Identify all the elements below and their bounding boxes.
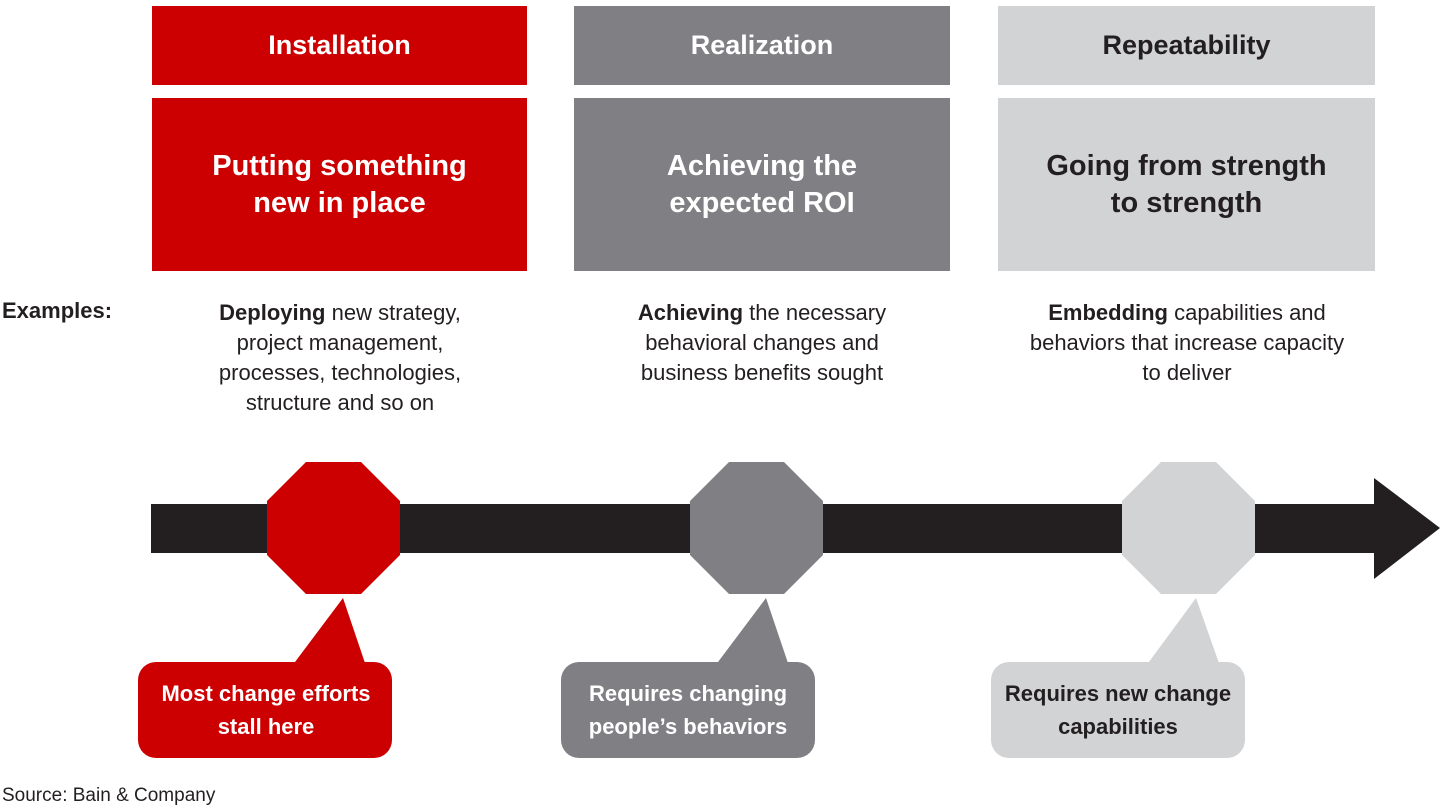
callout-installation: Most change efforts stall here (161, 681, 371, 739)
stage-title-installation: Putting something new in place (152, 98, 527, 271)
callout-box-realization (561, 662, 815, 758)
stage-header-installation: Installation (152, 6, 527, 85)
example-realization: Achieving the necessary behavioral chang… (612, 298, 912, 388)
stage-title-text: Putting something new in place (212, 149, 467, 219)
stage-title-repeatability: Going from strength to strength (998, 98, 1375, 271)
stage-title-text: Achieving the expected ROI (666, 149, 858, 219)
octagon-realization (690, 462, 823, 594)
stage-title-text: Going from strength to strength (1046, 149, 1327, 219)
callout-box-installation (138, 662, 392, 758)
callout-realization: Requires changing people’s behaviors (588, 681, 788, 739)
example-repeatability: Embedding capabilities and behaviors tha… (1026, 298, 1348, 388)
example-keyword: Deploying (219, 300, 326, 325)
callout-box-repeatability (991, 662, 1245, 758)
example-text: capabilities and behaviors that increase… (1029, 300, 1345, 385)
examples-label: Examples: (2, 298, 113, 323)
example-text: new strategy, project management, proces… (218, 300, 462, 415)
example-installation: Deploying new strategy, project manageme… (190, 298, 490, 418)
octagon-installation (267, 462, 400, 594)
example-keyword: Embedding (1048, 300, 1168, 325)
source-note: Source: Bain & Company (2, 785, 216, 806)
callout-pointer-repeatability (1146, 598, 1220, 666)
example-keyword: Achieving (637, 300, 744, 325)
callout-repeatability: Requires new change capabilities (1004, 681, 1232, 739)
stage-header-repeatability: Repeatability (998, 6, 1375, 85)
callout-pointer-installation (292, 598, 366, 666)
stage-title-realization: Achieving the expected ROI (574, 98, 950, 271)
stage-header-realization: Realization (574, 6, 950, 85)
example-text: the necessary behavioral changes and bus… (640, 300, 887, 385)
octagon-repeatability (1122, 462, 1255, 594)
callout-pointer-realization (715, 598, 789, 666)
